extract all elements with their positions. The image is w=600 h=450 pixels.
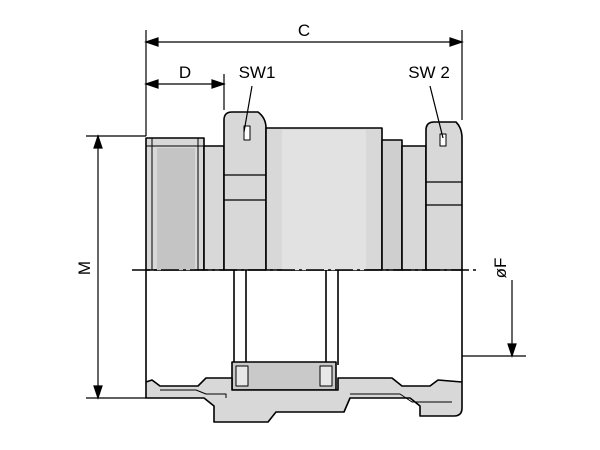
seal-insert — [231, 361, 337, 391]
hex-nut-sw1 — [223, 111, 267, 271]
label-m: M — [75, 261, 94, 275]
label-d: D — [179, 63, 191, 82]
dimension-lines — [86, 30, 526, 400]
body-step — [381, 139, 403, 271]
label-c: C — [298, 21, 310, 40]
hex-nut-sw2 — [425, 121, 463, 271]
label-f: øF — [491, 258, 510, 279]
thread-shadow — [157, 148, 195, 270]
leader-sw1 — [243, 85, 253, 133]
lower-section — [145, 270, 463, 423]
flange — [203, 145, 225, 271]
label-sw1: SW1 — [239, 63, 276, 82]
body-wall-section — [145, 377, 463, 423]
label-sw2: SW 2 — [408, 63, 450, 82]
leader-sw2 — [429, 85, 444, 139]
upper-view — [145, 111, 463, 271]
